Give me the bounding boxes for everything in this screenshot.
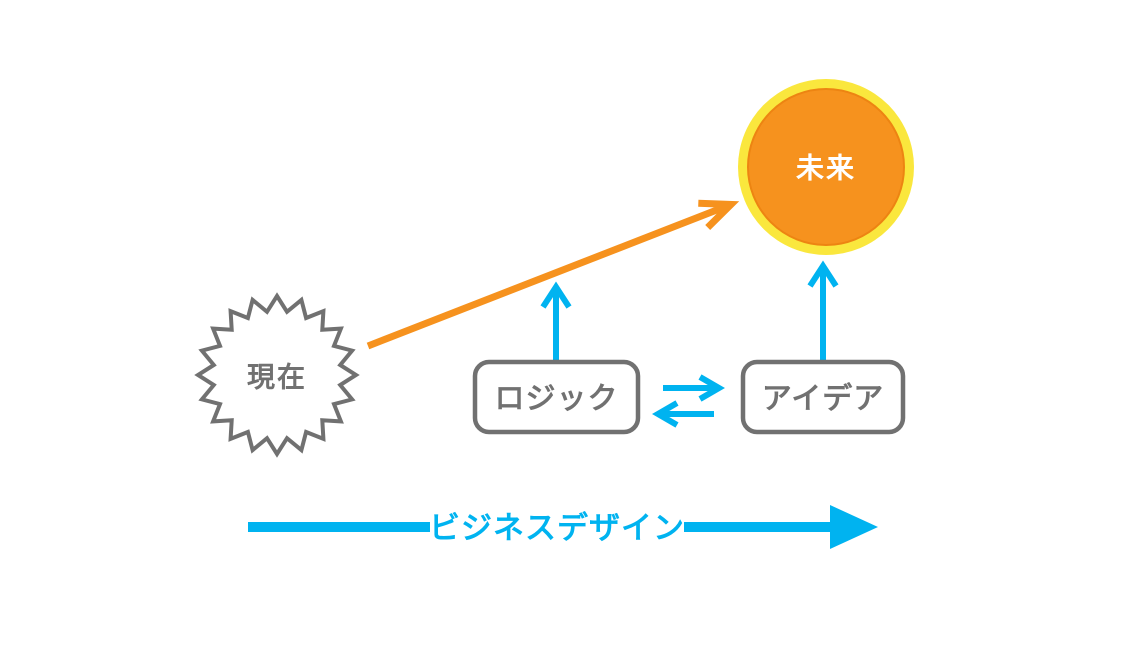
idea-box: [740, 359, 906, 435]
business-design-flow: ビジネスデザイン: [248, 505, 878, 549]
idea-label: アイデア: [762, 382, 885, 416]
idea-up-arrowhead-icon: [807, 260, 839, 288]
present-node: 現在: [194, 292, 360, 458]
logic-label: ロジック: [495, 383, 619, 416]
exchange-right-arrowhead-icon: [698, 374, 725, 402]
idea-up-arrow: [807, 260, 839, 362]
exchange-left-arrow: [652, 400, 714, 428]
future-label: 未来: [796, 153, 856, 184]
starburst-shape: [194, 292, 360, 458]
logic-box: [472, 359, 641, 435]
present-label: 現在: [247, 362, 307, 393]
business-design-label: ビジネスデザイン: [429, 511, 685, 546]
exchange-left-arrowhead-icon: [652, 400, 679, 428]
growth-arrow: [366, 199, 740, 350]
logic-up-arrow: [540, 281, 572, 362]
future-node: 未来: [738, 79, 914, 255]
exchange-right-arrow: [663, 374, 725, 402]
exchange-arrows: [652, 374, 725, 428]
flow-arrowhead-icon: [830, 505, 878, 549]
idea-node: アイデア: [740, 359, 906, 435]
logic-node: ロジック: [472, 359, 641, 435]
future-circle: [747, 88, 905, 246]
growth-arrowhead-icon: [698, 199, 740, 230]
growth-arrow-shaft: [366, 202, 729, 350]
logic-up-arrowhead-icon: [540, 281, 572, 309]
